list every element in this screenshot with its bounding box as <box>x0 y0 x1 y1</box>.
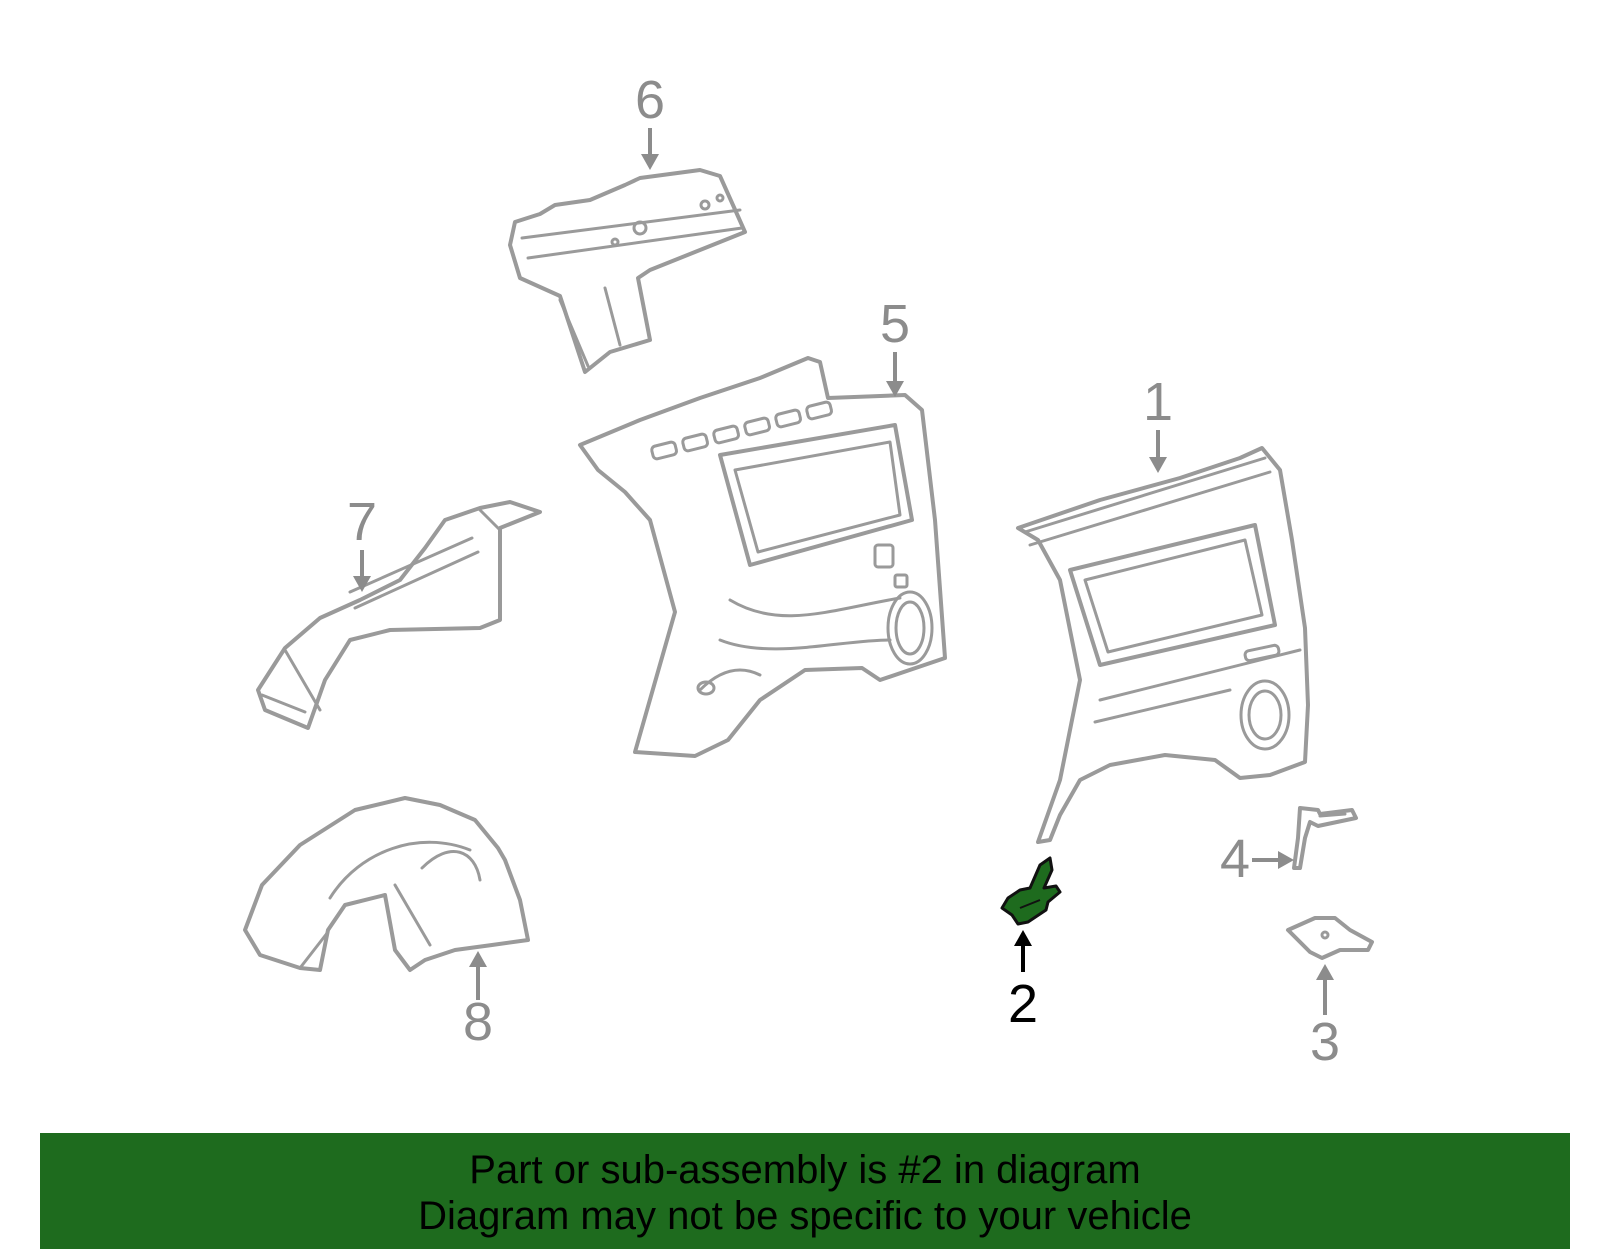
callout-3-label: 3 <box>1310 1012 1340 1072</box>
part-1-drawing <box>1016 446 1310 844</box>
callout-1: 1 <box>1143 372 1173 473</box>
callout-3: 3 <box>1310 964 1340 1072</box>
part-6-drawing <box>508 168 747 374</box>
callout-2: 2 <box>1008 930 1038 1034</box>
callout-1-label: 1 <box>1143 372 1173 432</box>
callout-5: 5 <box>880 294 910 397</box>
banner-line-2: Diagram may not be specific to your vehi… <box>418 1194 1192 1238</box>
part-3-drawing <box>1286 916 1374 960</box>
callout-8-label: 8 <box>463 992 493 1052</box>
callout-4: 4 <box>1220 829 1294 889</box>
callout-7: 7 <box>347 492 377 592</box>
callout-8: 8 <box>463 951 493 1052</box>
callout-6: 6 <box>635 70 665 170</box>
callout-2-label: 2 <box>1008 974 1038 1034</box>
callout-4-label: 4 <box>1220 829 1250 889</box>
part-5-drawing <box>578 356 947 758</box>
info-banner: Part or sub-assembly is #2 in diagram Di… <box>40 1133 1570 1249</box>
callout-5-label: 5 <box>880 294 910 354</box>
callout-6-label: 6 <box>635 70 665 130</box>
part-2-drawing <box>1000 856 1062 926</box>
part-8-drawing <box>243 796 530 972</box>
part-7-drawing <box>256 500 542 730</box>
callout-7-label: 7 <box>347 492 377 552</box>
banner-line-1: Part or sub-assembly is #2 in diagram <box>469 1148 1141 1192</box>
part-4-drawing <box>1292 806 1358 870</box>
